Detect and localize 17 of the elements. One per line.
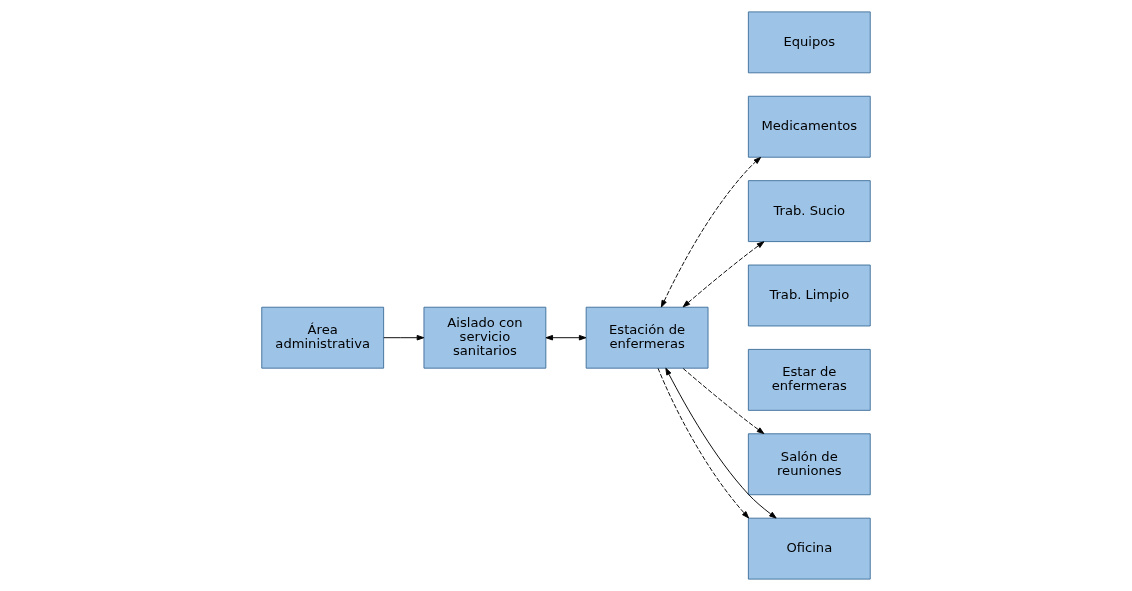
arrow	[682, 241, 765, 308]
node-box: Medicamentos	[747, 95, 871, 158]
arrow	[657, 367, 750, 519]
node-box: Área administrativa	[261, 306, 385, 369]
node-box: Trab. Limpio	[747, 264, 871, 327]
node-box: Estación de enfermeras	[585, 306, 709, 369]
node-box: Oficina	[747, 517, 871, 580]
arrow	[665, 367, 777, 519]
arrow	[545, 334, 587, 341]
node-box: Equipos	[747, 11, 871, 74]
arrow	[383, 334, 425, 341]
node-box: Estar de enfermeras	[747, 348, 871, 411]
node-box: Aislado con servicio sanitarios	[423, 306, 547, 369]
arrow	[660, 156, 762, 308]
node-box: Trab. Sucio	[747, 180, 871, 243]
arrow	[682, 368, 765, 435]
node-box: Salón de reuniones	[747, 433, 871, 496]
